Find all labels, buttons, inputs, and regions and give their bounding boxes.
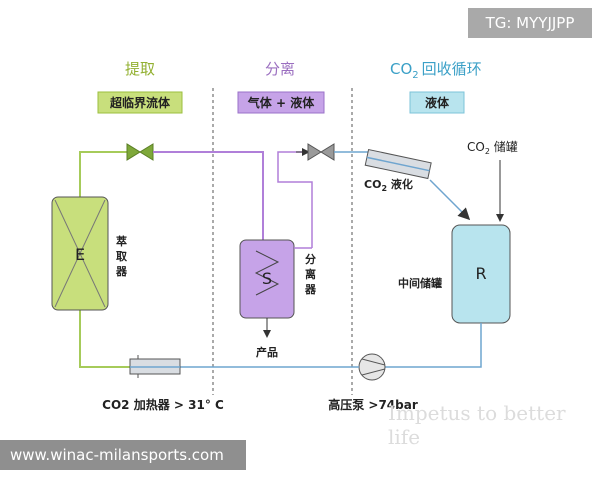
url-watermark: www.winac-milansports.com [0, 440, 246, 470]
recovery-tag-box [409, 91, 465, 114]
separation-tag: 气体 + 液体 [247, 95, 315, 110]
separator-vessel [239, 239, 295, 319]
extraction-loop-line [79, 151, 127, 197]
tg-watermark: TG: MYYJJPP [468, 8, 592, 38]
valve-1 [126, 143, 154, 161]
extraction-return-line [79, 310, 130, 368]
product-label: 产品 [256, 345, 278, 359]
tank-label: 中间储罐 [398, 276, 442, 290]
extractor-vessel [51, 196, 109, 311]
co2-storage-label: CO2 储罐 [467, 139, 518, 156]
tank-symbol: R [475, 264, 486, 283]
separator-label: 分离器 [304, 252, 317, 296]
recovery-tag: 液体 [425, 95, 450, 110]
extraction-title: 提取 [125, 60, 155, 78]
co2-liquefier-label: CO2 液化 [364, 177, 413, 193]
extractor-label: 萃取器 [115, 234, 128, 278]
heater-label: CO2 加热器 > 31° C [102, 397, 224, 412]
separation-tag-box [237, 91, 325, 114]
extraction-tag-box [97, 91, 183, 114]
co2-heater [129, 355, 181, 378]
separation-title: 分离 [265, 60, 295, 78]
feed-to-separator-line [153, 151, 264, 240]
liquefier-to-tank-line [429, 179, 471, 221]
separator-vapor-line [277, 151, 313, 248]
co2-liquefier [364, 148, 432, 180]
separator-symbol: S [262, 269, 272, 288]
valve-2 [307, 143, 335, 161]
tank-to-pump-line [385, 323, 482, 368]
slogan-watermark: Impetus to better life [388, 401, 566, 449]
pump-label: 高压泵 >74bar [328, 397, 418, 412]
high-pressure-pump [358, 353, 386, 381]
extraction-tag: 超临界流体 [109, 95, 171, 110]
extractor-symbol: E [75, 245, 85, 264]
